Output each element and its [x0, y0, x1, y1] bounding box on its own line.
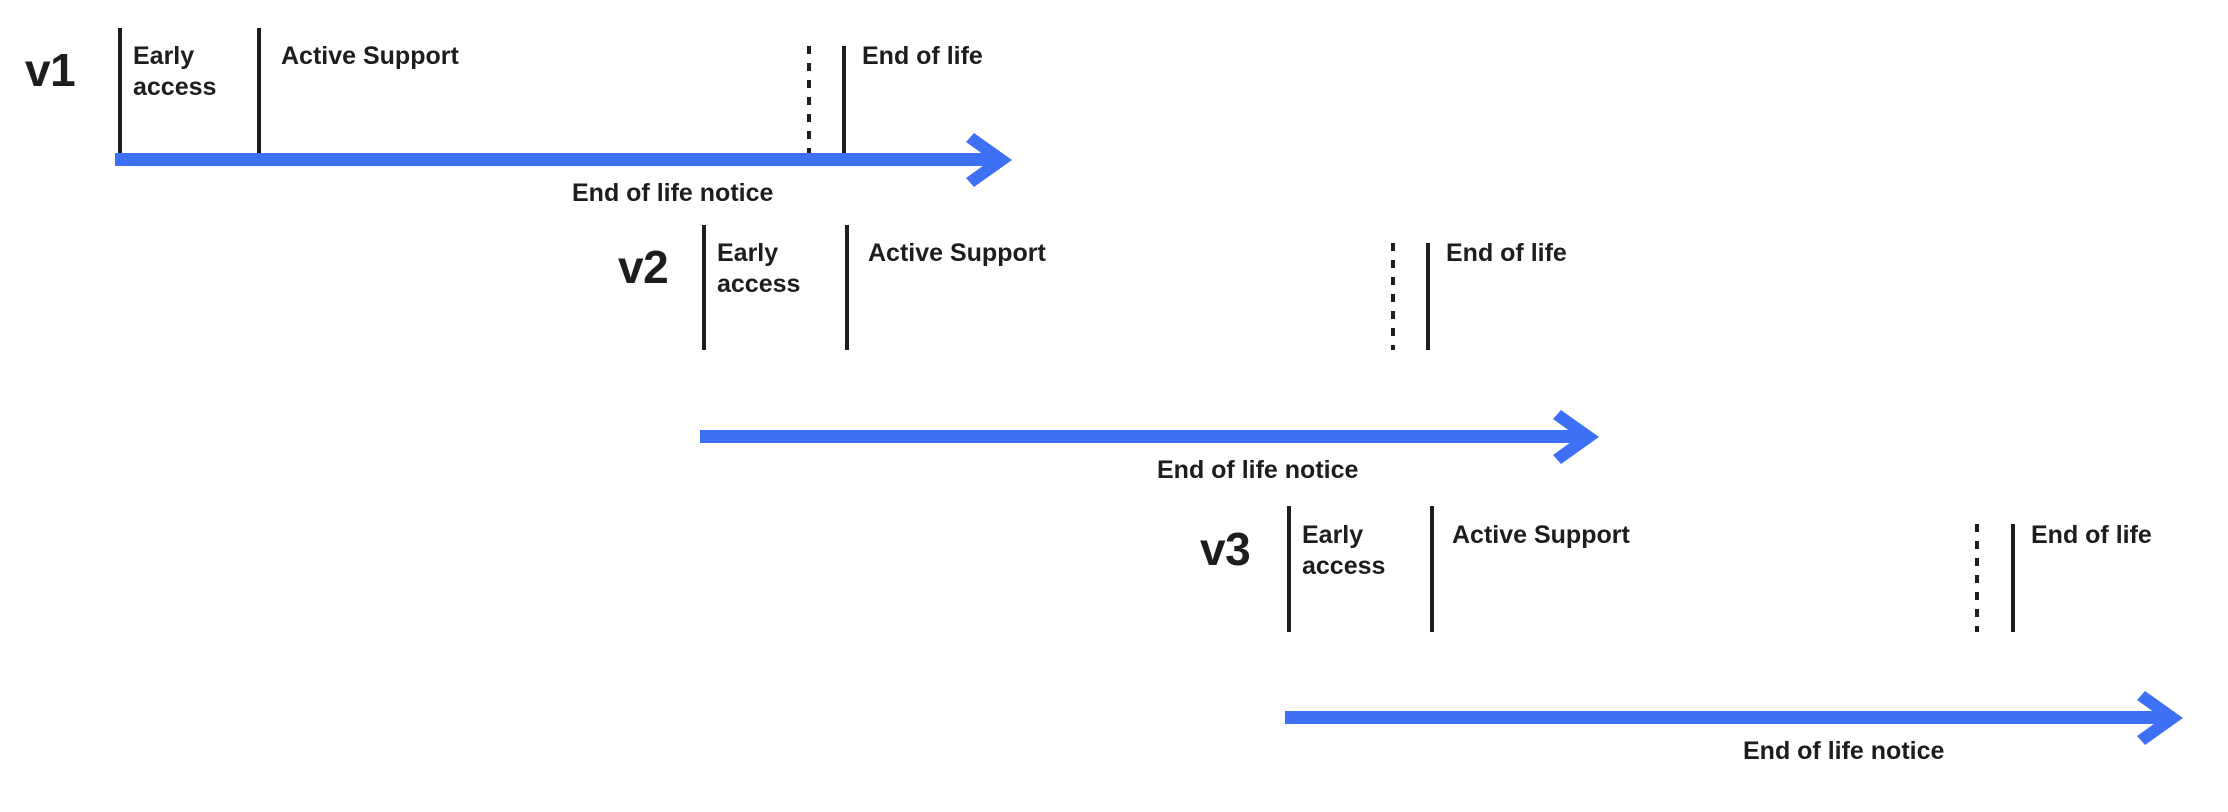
phase-label-active-support-v2: Active Support — [868, 239, 1046, 267]
version-label-v2: v2 — [618, 241, 669, 293]
phase-divider-eol-notice-start-v1 — [807, 46, 811, 153]
version-label-v3: v3 — [1200, 523, 1251, 575]
phase-label-end-of-life-v2: End of life — [1446, 239, 1567, 267]
lifecycle-bar-v1 — [115, 153, 995, 166]
phase-label-early-access-v3: Early access — [1302, 521, 1386, 580]
arrow-right-icon-v2 — [1553, 410, 1599, 464]
arrow-right-icon-v3 — [2137, 691, 2183, 745]
phase-divider-early-access-start-v2 — [702, 225, 706, 350]
eol-notice-label-v1: End of life notice — [572, 179, 774, 207]
phase-divider-eol-notice-start-v3 — [1975, 524, 1979, 632]
phase-label-end-of-life-v3: End of life — [2031, 521, 2152, 549]
phase-label-active-support-v1: Active Support — [281, 42, 459, 70]
phase-label-end-of-life-v1: End of life — [862, 42, 983, 70]
phase-divider-eol-notice-start-v2 — [1391, 243, 1395, 350]
eol-notice-label-v3: End of life notice — [1743, 737, 1945, 765]
version-label-v1: v1 — [25, 44, 76, 96]
phase-divider-early-access-start-v3 — [1287, 506, 1291, 632]
lifecycle-bar-v2 — [700, 430, 1582, 443]
phase-divider-active-support-start-v1 — [257, 28, 261, 153]
phase-divider-active-support-start-v3 — [1430, 506, 1434, 632]
phase-divider-end-of-life-start-v1 — [842, 46, 846, 153]
phase-divider-early-access-start-v1 — [118, 28, 122, 153]
eol-notice-label-v2: End of life notice — [1157, 456, 1359, 484]
phase-divider-active-support-start-v2 — [845, 225, 849, 350]
phase-divider-end-of-life-start-v3 — [2011, 524, 2015, 632]
phase-divider-end-of-life-start-v2 — [1426, 243, 1430, 350]
arrow-right-icon-v1 — [966, 133, 1012, 187]
lifecycle-bar-v3 — [1285, 711, 2166, 724]
phase-label-early-access-v1: Early access — [133, 42, 217, 101]
phase-label-active-support-v3: Active Support — [1452, 521, 1630, 549]
phase-label-early-access-v2: Early access — [717, 239, 801, 298]
